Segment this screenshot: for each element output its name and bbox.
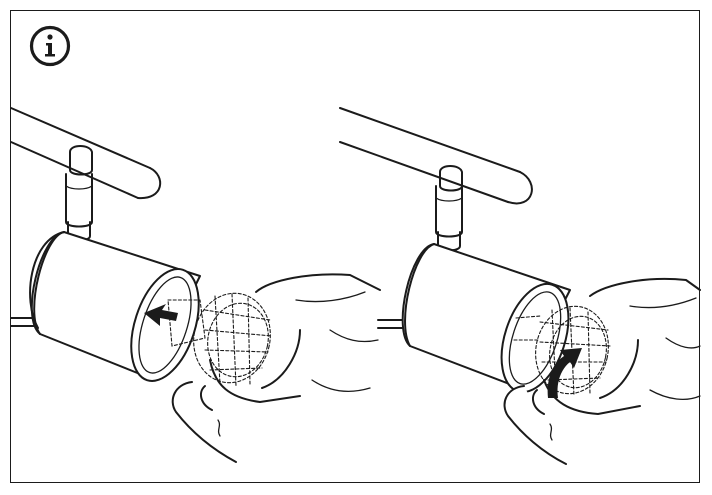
bulb-outline bbox=[167, 292, 273, 387]
curved-arrow-icon bbox=[547, 348, 582, 398]
left-arrow-icon bbox=[144, 304, 178, 326]
hand bbox=[171, 273, 381, 463]
track-rail-2 bbox=[339, 107, 533, 329]
adapter-stem bbox=[65, 145, 93, 242]
illustration-frame bbox=[10, 10, 700, 483]
info-icon bbox=[29, 25, 71, 67]
hand-2 bbox=[503, 277, 701, 465]
spotlight-body bbox=[29, 231, 201, 382]
adapter-stem-2 bbox=[435, 165, 463, 252]
panel-step-2 bbox=[339, 107, 701, 465]
panel-step-1 bbox=[10, 107, 381, 463]
